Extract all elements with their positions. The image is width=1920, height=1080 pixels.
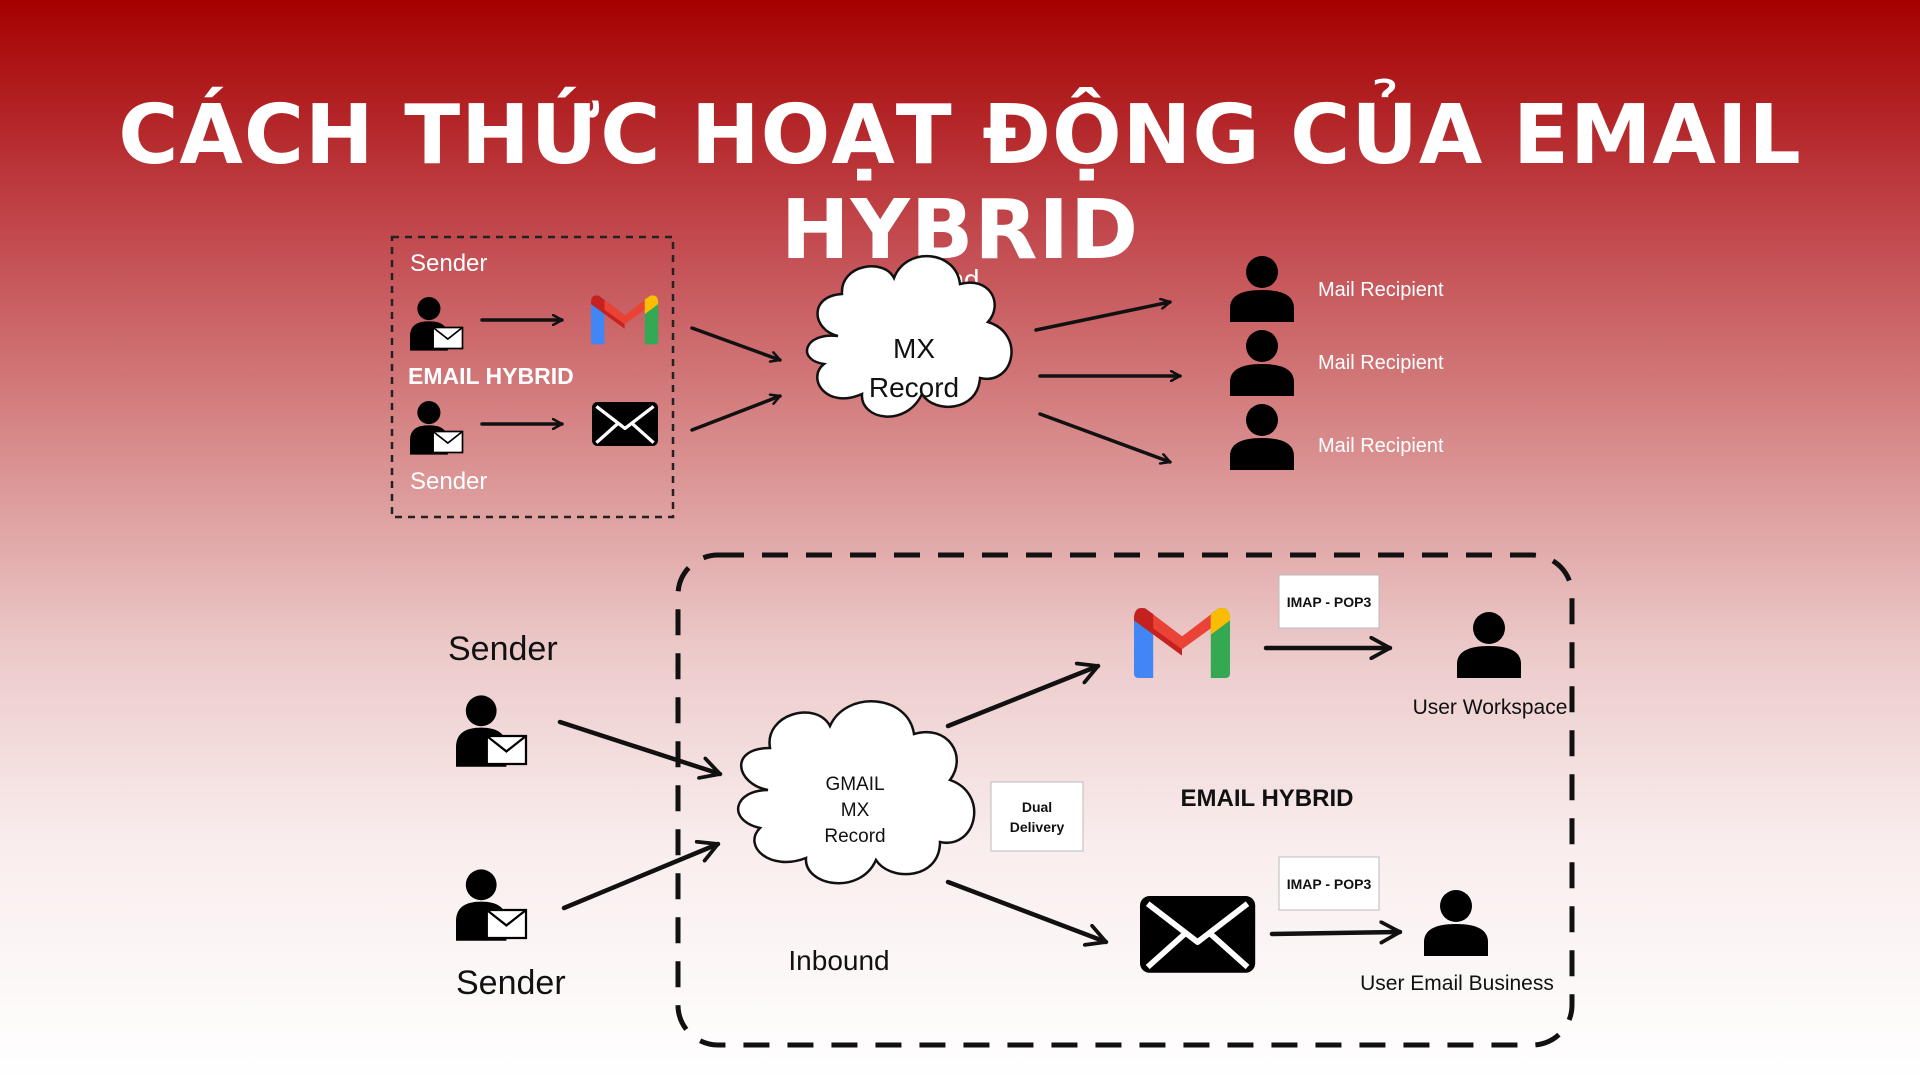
gmail-icon xyxy=(591,295,659,345)
outbound-hybrid-label: EMAIL HYBRID xyxy=(408,363,574,389)
gmail-mx-line1: GMAIL xyxy=(825,774,884,795)
envelope-icon xyxy=(590,400,660,448)
dual-delivery-line1: Dual xyxy=(1022,799,1052,815)
outbound-sender-bottom-label: Sender xyxy=(410,468,487,495)
mail-recipient-label: Mail Recipient xyxy=(1318,352,1444,374)
arrow-mx-to-recipient xyxy=(1034,302,1172,332)
user-workspace-icon xyxy=(1457,612,1521,678)
recipient-icon xyxy=(1230,404,1294,470)
inbound-sender-top-label: Sender xyxy=(448,630,558,668)
dual-delivery-line2: Delivery xyxy=(1010,819,1065,835)
page-title: CÁCH THỨC HOẠT ĐỘNG CỦA EMAIL HYBRID xyxy=(118,88,1802,278)
sender-icon xyxy=(454,868,528,942)
recipient-icon xyxy=(1230,330,1294,396)
inbound-hybrid-label: EMAIL HYBRID xyxy=(1181,785,1354,812)
gmail-icon xyxy=(1134,608,1230,678)
mail-recipient-label: Mail Recipient xyxy=(1318,279,1444,301)
sender-icon xyxy=(409,296,464,352)
user-business-icon xyxy=(1424,890,1488,956)
sender-icon xyxy=(409,400,464,456)
protocol-box xyxy=(1278,574,1380,629)
arrow-sender-to-gmail-mx xyxy=(557,719,723,774)
protocol-label: IMAP - POP3 xyxy=(1287,594,1372,610)
protocol-box xyxy=(1278,856,1380,911)
gmail-mx-line2: MX xyxy=(841,800,870,821)
protocol-label: IMAP - POP3 xyxy=(1287,876,1372,892)
mx-cloud-line1: MX xyxy=(893,333,935,364)
arrow-sender-to-gmail-mx xyxy=(561,844,721,911)
arrow-box-to-mx xyxy=(690,326,782,360)
mx-cloud-line2: Record xyxy=(869,372,959,403)
gmail-mx-line3: Record xyxy=(824,826,885,847)
arrow-box-to-mx xyxy=(690,396,782,432)
arrow-gmail-mx-to-mail xyxy=(945,879,1109,942)
outbound-hybrid-box xyxy=(390,235,675,519)
gmail-mx-record-cloud xyxy=(737,700,976,885)
inbound-sender-bottom-label: Sender xyxy=(456,964,566,1002)
envelope-icon xyxy=(1140,896,1255,973)
recipient-icon xyxy=(1230,256,1294,322)
user-workspace-label: User Workspace xyxy=(1413,696,1568,719)
user-business-label: User Email Business xyxy=(1360,972,1554,995)
mail-recipient-label: Mail Recipient xyxy=(1318,435,1444,457)
outbound-sender-top-label: Sender xyxy=(410,250,487,277)
arrow-gmail-mx-to-gmail xyxy=(945,666,1101,729)
mx-record-cloud xyxy=(805,254,1013,418)
arrow-mx-to-recipient xyxy=(1038,412,1172,462)
sender-icon xyxy=(454,694,528,768)
inbound-hybrid-box xyxy=(675,552,1575,1048)
inbound-section-label: Inbound xyxy=(788,945,889,976)
dual-delivery-box xyxy=(990,781,1084,852)
arrow-mail-to-user-business xyxy=(1269,932,1403,934)
